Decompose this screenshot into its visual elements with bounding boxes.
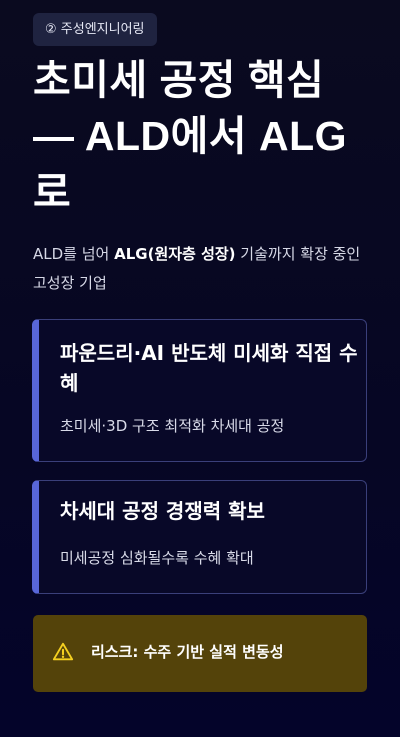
card-title: 파운드리·AI 반도체 미세화 직접 수혜 [60,341,358,395]
page-title: 초미세 공정 핵심 — ALD에서 ALG 로 [33,52,385,220]
warning-icon [52,642,74,661]
risk-banner: 리스크: 수주 기반 실적 변동성 [33,615,367,692]
card-description: 초미세·3D 구조 최적화 차세대 공정 [60,417,285,435]
company-tag: ② 주성엔지니어링 [33,13,157,46]
benefit-card-foundry: 파운드리·AI 반도체 미세화 직접 수혜 초미세·3D 구조 최적화 차세대 … [32,319,367,462]
subtitle-suffix: 기술까지 확장 중인 고성장 기업 [33,245,361,292]
title-line-2: — ALD에서 ALG [33,113,348,159]
title-line-1: 초미세 공정 핵심 [33,57,325,103]
subtitle-prefix: ALD를 넘어 [33,245,115,263]
benefit-card-competitiveness: 차세대 공정 경쟁력 확보 미세공정 심화될수록 수혜 확대 [32,480,367,594]
risk-text: 리스크: 수주 기반 실적 변동성 [91,643,284,661]
card-description: 미세공정 심화될수록 수혜 확대 [60,549,254,567]
subtitle-bold: ALG(원자층 성장) [114,245,236,263]
card-title: 차세대 공정 경쟁력 확보 [60,499,265,523]
page-subtitle: ALD를 넘어 ALG(원자층 성장) 기술까지 확장 중인 고성장 기업 [33,240,378,298]
title-line-3: 로 [33,169,72,215]
